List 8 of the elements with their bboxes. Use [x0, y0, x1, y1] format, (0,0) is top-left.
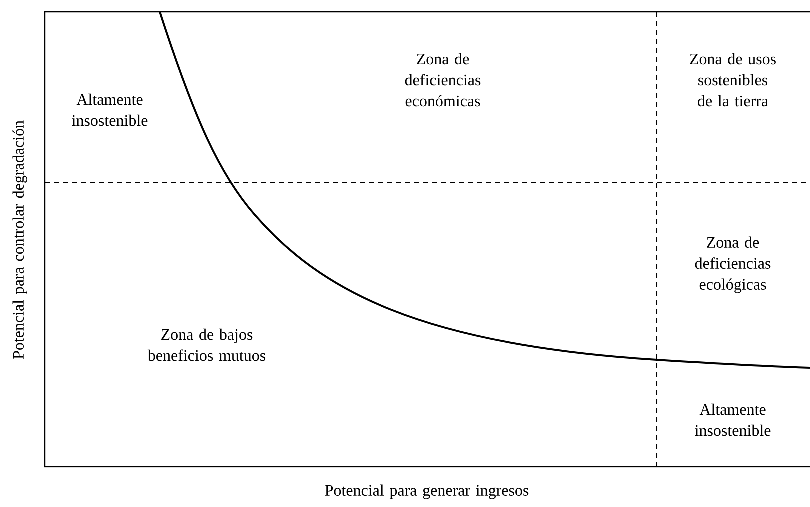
zone-label: Altamente insostenible	[72, 94, 148, 126]
zone-label: Altamente insostenible	[695, 404, 771, 436]
zone-label: Zona de deficiencias económicas	[405, 53, 481, 107]
zone-label: Zona de usos sostenibles de la tierra	[690, 53, 776, 107]
axis-label: Potencial para generar ingresos	[325, 484, 529, 500]
zone-label: Zona de deficiencias ecológicas	[695, 236, 771, 294]
zone-label: Zona de bajos beneficios mutuos	[148, 328, 266, 362]
axis-label: Potencial para controlar degradación	[12, 120, 28, 360]
